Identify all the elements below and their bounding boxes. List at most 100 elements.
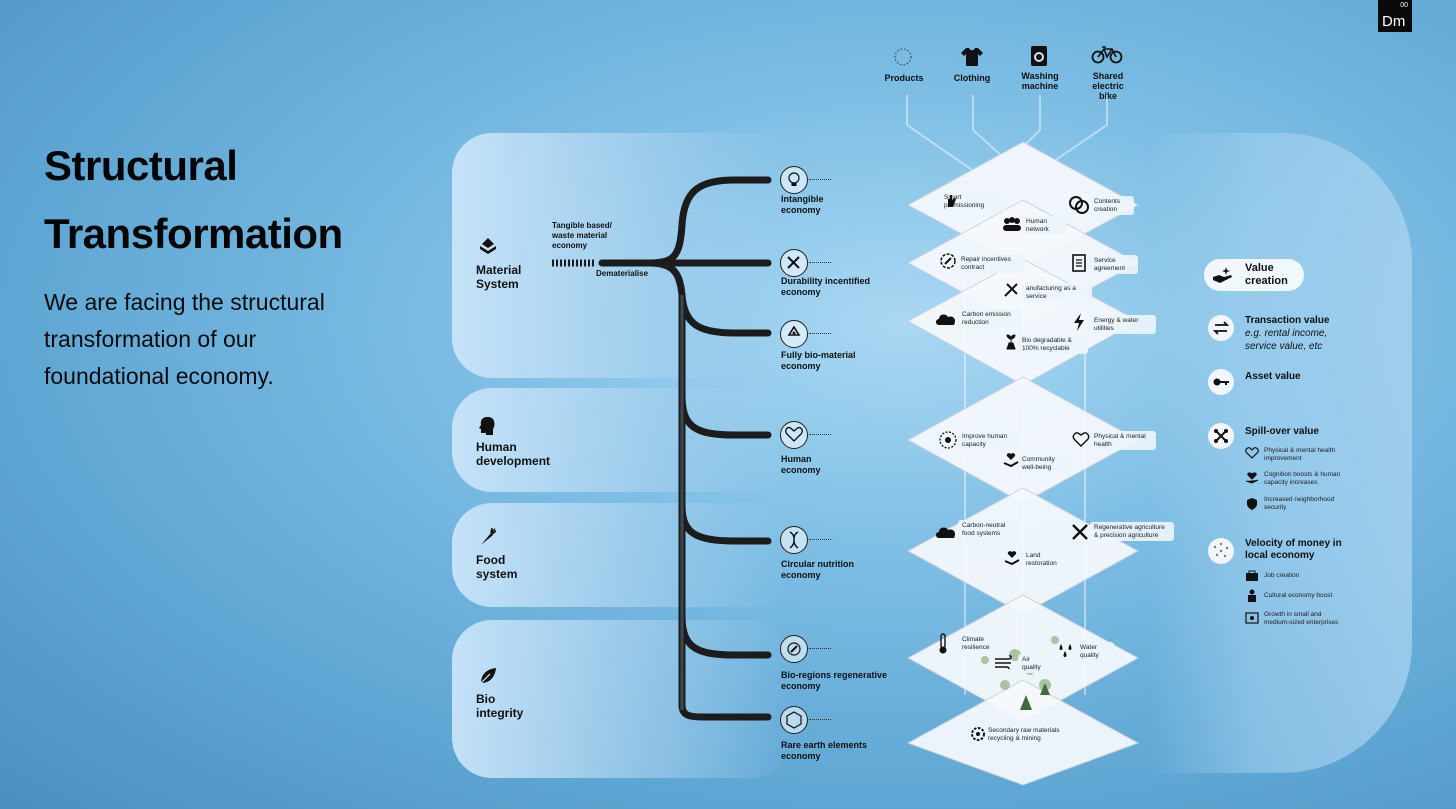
slide-subtitle: We are facing the structural transformat… <box>44 289 325 389</box>
slide-title-line1: Structural <box>44 142 238 189</box>
spill-title: Spill-over value <box>1245 426 1319 437</box>
layer-label: Land restoration <box>1022 550 1074 569</box>
layer-label: Contents creation <box>1090 196 1134 215</box>
heart-pulse-icon <box>1245 447 1259 459</box>
capacity-icon <box>939 431 957 449</box>
economy-label: Human economy <box>781 454 821 475</box>
economy-node-durability <box>780 249 808 277</box>
layer-label: Bio degradable & 100% recyclable <box>1018 335 1088 354</box>
layer-label: Service agreement <box>1090 255 1138 274</box>
flow-action-label: Dematerialise <box>596 269 649 278</box>
economy-node-intangible <box>780 166 808 194</box>
asset-title: Asset value <box>1245 371 1301 382</box>
layer-label: Carbon emission reduction <box>958 309 1022 328</box>
lightbulb-icon <box>788 172 800 186</box>
layer-label: Climate resilience <box>958 634 1004 653</box>
tools-icon <box>787 256 800 269</box>
connector-dots <box>809 648 831 649</box>
economy-node-human <box>780 421 808 449</box>
velocity-item: Growth in small and medium-sized enterpr… <box>1264 611 1339 626</box>
economy-label: Durability incentified economy <box>781 276 871 297</box>
gear-icon <box>971 727 985 741</box>
group-icon <box>1003 217 1021 231</box>
material-system-icon <box>480 238 496 254</box>
brand-logo: 00 Dm <box>1378 0 1412 32</box>
recycle-icon <box>787 325 801 336</box>
spill-over-icon <box>1214 429 1228 443</box>
heart-hand-icon <box>1003 453 1019 468</box>
hand-sparkle-icon <box>1213 267 1232 283</box>
transaction-subtitle: e.g. rental income, service value, etc <box>1245 328 1328 352</box>
heart-hand-icon <box>1004 551 1020 566</box>
bicycle-icon <box>1091 46 1123 64</box>
velocity-item: Cultural economy boost <box>1264 592 1333 599</box>
farm-tools-icon <box>1072 524 1088 540</box>
top-item-label: Products <box>884 73 924 83</box>
layer-label: Regenerative agriculture & precision agr… <box>1090 522 1174 541</box>
dna-icon <box>789 531 799 549</box>
category-label: Human development <box>476 440 551 468</box>
flow-source-label: Tangible based/ waste material economy <box>552 221 612 250</box>
layer-label: Smart permissioning <box>940 192 1006 211</box>
category-label: Food system <box>476 553 518 581</box>
carrot-icon <box>481 527 496 545</box>
network-dots-icon <box>1213 542 1229 558</box>
category-label: Bio integrity <box>476 692 524 720</box>
shield-icon <box>1247 498 1257 510</box>
category-human-development: Human development <box>452 388 792 492</box>
economy-label: Bio-regions regenerative economy <box>781 670 888 691</box>
compass-icon <box>787 642 801 656</box>
dematerialise-flow-tree <box>552 176 772 721</box>
spill-badge <box>1208 423 1234 449</box>
economy-label: Circular nutrition economy <box>781 559 855 580</box>
asset-badge <box>1208 369 1234 395</box>
spill-item: Cognition boosts & human capacity increa… <box>1264 471 1341 486</box>
hand-icon <box>948 195 956 207</box>
wrench-icon <box>1004 283 1018 297</box>
tshirt-icon <box>961 48 983 66</box>
value-panel-background <box>1150 133 1412 773</box>
economy-label: Rare earth elements economy <box>781 740 868 761</box>
connector-dots <box>809 539 831 540</box>
layer-label: Air quality <box>1018 654 1054 673</box>
contract-icon <box>940 253 956 269</box>
shop-icon <box>1245 612 1259 624</box>
velocity-title: Velocity of money in local economy <box>1245 538 1342 561</box>
dotted-circle-icon <box>894 48 912 66</box>
spill-item: Physical & mental health improvement <box>1264 447 1336 462</box>
heart-pulse-icon <box>785 426 803 442</box>
connector-dots <box>809 719 831 720</box>
wind-icon <box>995 655 1012 669</box>
economy-node-circular-nutrition <box>780 526 808 554</box>
top-item-label: Shared electric bike <box>1092 71 1124 101</box>
value-creation-label: Value creation <box>1245 262 1288 287</box>
culture-icon <box>1248 589 1256 602</box>
economy-label: Intangible economy <box>781 194 824 215</box>
washing-machine-icon <box>1031 46 1047 66</box>
logo-text: Dm <box>1382 13 1406 30</box>
briefcase-icon <box>1246 570 1258 581</box>
sprout-icon <box>1006 334 1016 350</box>
lightning-icon <box>1074 313 1084 331</box>
hexagon-icon <box>786 711 802 729</box>
health-heart-icon <box>1072 432 1090 447</box>
velocity-item: Job creation <box>1264 572 1300 579</box>
logo-number: 00 <box>1400 2 1408 9</box>
transaction-title: Transaction value <box>1245 315 1330 326</box>
layer-label: Repair incentives contract <box>957 254 1025 273</box>
velocity-badge <box>1208 538 1234 564</box>
connector-dots <box>809 434 831 435</box>
transaction-badge <box>1208 315 1234 341</box>
layer-label: Physical & mental health <box>1090 431 1156 450</box>
connector-dots <box>809 179 831 180</box>
category-bio-integrity: Bio integrity <box>452 620 792 778</box>
category-material-system: Material System <box>452 133 792 378</box>
document-icon <box>1072 254 1086 272</box>
spill-item: Increased neighborhood security <box>1264 496 1335 511</box>
economy-node-bio-regions <box>780 635 808 663</box>
top-item-label: Washing machine <box>1021 71 1059 91</box>
heart-hand-icon <box>1245 472 1259 484</box>
cloud-icon <box>936 527 956 538</box>
layer-label: Human network <box>1022 216 1066 235</box>
cloud-icon <box>936 314 956 325</box>
